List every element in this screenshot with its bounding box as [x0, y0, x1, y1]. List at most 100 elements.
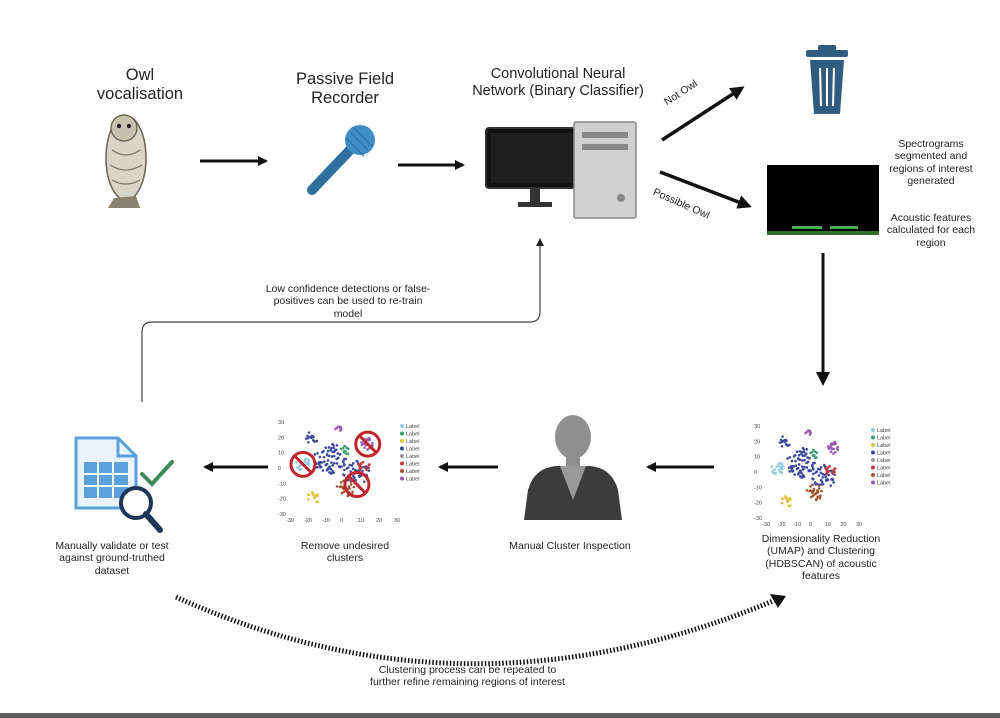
legend-marker — [400, 439, 404, 443]
cluster-point — [328, 465, 332, 469]
cluster-point — [817, 474, 821, 477]
cluster-point — [816, 491, 820, 494]
cluster-point — [343, 457, 346, 461]
cluster-point — [326, 459, 330, 462]
x-tick-label: 30 — [394, 518, 400, 524]
prohibited-icon — [354, 430, 382, 458]
cluster-point — [812, 453, 816, 457]
cluster-point — [320, 451, 324, 454]
cluster-point — [307, 458, 310, 462]
cluster-point — [801, 473, 805, 477]
cluster-point — [339, 481, 343, 484]
cluster-point — [805, 448, 809, 451]
legend-label: Label — [406, 477, 419, 483]
cluster-point — [829, 450, 833, 453]
cluster-point — [829, 442, 833, 445]
cluster-point — [812, 472, 815, 476]
cluster-point — [789, 465, 793, 468]
cluster-point — [816, 495, 820, 499]
owl-icon — [105, 114, 147, 208]
cluster-point — [797, 471, 801, 475]
legend-label: Label — [406, 432, 419, 438]
cluster-point — [317, 461, 321, 464]
spectrogram-note-1: Spectrograms segmented and regions of in… — [889, 138, 973, 188]
cluster-point — [348, 463, 352, 467]
cluster-point — [339, 447, 343, 451]
cluster-point — [829, 484, 832, 487]
cluster-point — [820, 480, 824, 484]
cluster-plot-remove: LabelLabelLabelLabelLabelLabelLabelLabel… — [278, 420, 419, 524]
legend-label: Label — [877, 458, 890, 464]
cluster-point — [338, 453, 342, 456]
legend-marker — [400, 469, 404, 473]
cluster-point — [809, 495, 813, 499]
cluster-point — [788, 456, 792, 459]
cluster-point — [802, 450, 806, 454]
cluster-point — [802, 467, 805, 471]
cluster-point — [332, 454, 336, 458]
x-tick-label: -10 — [793, 522, 801, 528]
cluster-point — [774, 471, 778, 475]
cluster-point — [297, 466, 300, 470]
cluster-point — [787, 466, 791, 469]
x-tick-label: 30 — [856, 522, 862, 528]
cluster-point — [802, 448, 806, 451]
cluster-point — [770, 465, 773, 468]
cluster-point — [814, 492, 817, 496]
cluster-point — [797, 463, 801, 466]
cluster-point — [779, 470, 783, 474]
legend-marker — [400, 424, 404, 428]
cluster-point — [333, 461, 336, 465]
cluster-point — [307, 431, 311, 434]
cluster-point — [342, 490, 346, 494]
cluster-point — [335, 485, 339, 488]
cluster-point — [313, 496, 317, 500]
y-tick-label: 30 — [754, 424, 760, 430]
cluster-point — [326, 467, 330, 471]
cluster-point — [811, 450, 814, 454]
cluster-point — [788, 470, 792, 473]
cluster-point — [361, 460, 365, 464]
cluster-point — [819, 471, 823, 475]
cluster-point — [824, 478, 828, 482]
cluster-point — [777, 464, 781, 468]
legend-label: Label — [877, 466, 890, 472]
cluster-point — [310, 434, 313, 438]
cluster-point — [368, 438, 372, 442]
cluster-point — [833, 473, 836, 476]
cluster-point — [322, 455, 326, 459]
y-tick-label: 20 — [278, 435, 284, 441]
cluster-point — [339, 485, 343, 488]
cluster-point — [781, 435, 784, 438]
cluster-point — [345, 467, 349, 470]
cluster-point — [832, 481, 835, 484]
y-tick-label: -10 — [278, 481, 286, 487]
legend-label: Label — [877, 481, 890, 487]
cluster-point — [311, 492, 315, 495]
y-tick-label: 0 — [278, 466, 281, 472]
cluster-point — [313, 440, 317, 443]
y-tick-label: 10 — [754, 455, 760, 461]
prohibited-slash — [293, 454, 313, 474]
cluster-point — [368, 463, 371, 466]
cluster-point — [313, 453, 317, 456]
cluster-point — [343, 468, 346, 472]
inspection-label: Manual Cluster Inspection — [509, 540, 631, 552]
y-tick-label: 30 — [278, 420, 284, 426]
legend-marker — [871, 450, 875, 455]
person-icon — [524, 415, 622, 520]
cluster-plot-dimred: LabelLabelLabelLabelLabelLabelLabelLabel… — [754, 424, 890, 528]
retrain-arrow — [141, 238, 544, 402]
cluster-point — [812, 477, 815, 481]
cluster-point — [781, 465, 784, 468]
cluster-point — [342, 463, 346, 466]
cluster-point — [335, 462, 339, 465]
cluster-point — [819, 494, 822, 498]
cluster-point — [332, 446, 336, 450]
cluster-point — [809, 485, 812, 488]
cluster-point — [318, 455, 322, 459]
cluster-point — [812, 448, 815, 452]
cluster-point — [829, 444, 833, 447]
legend-label: Label — [877, 428, 890, 434]
